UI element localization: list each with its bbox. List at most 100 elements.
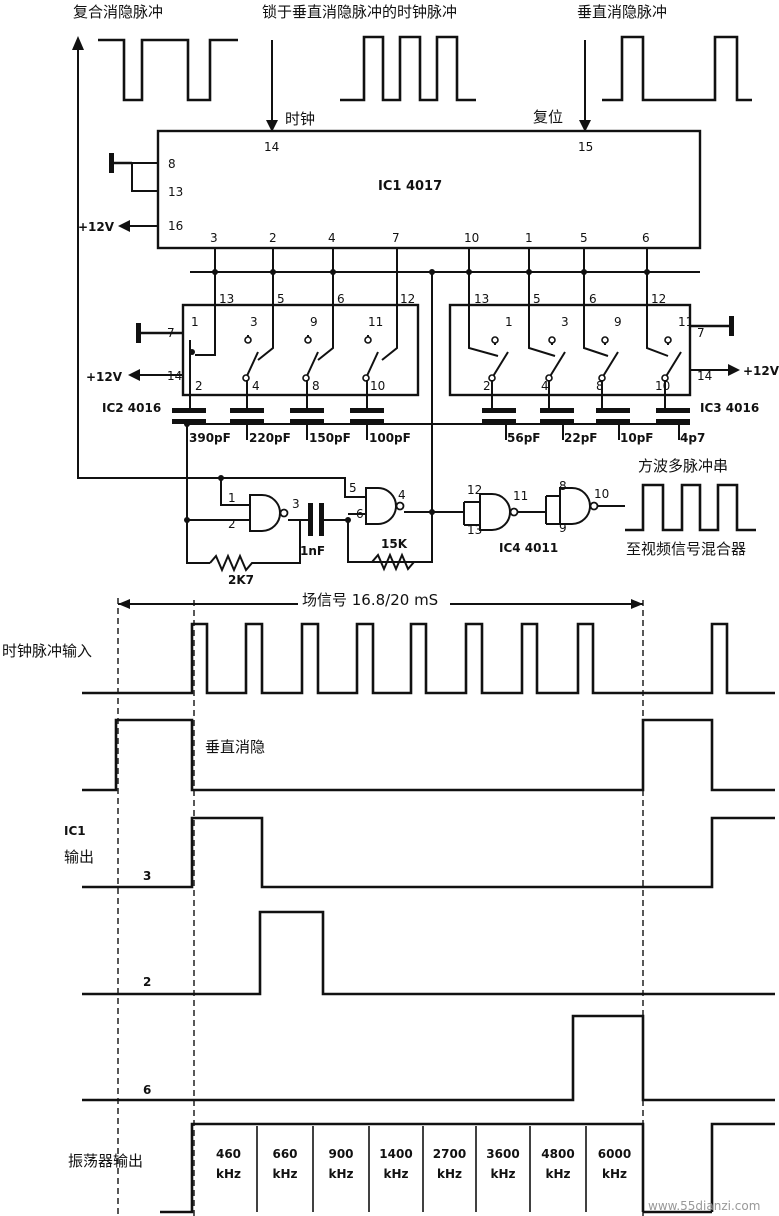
ic3-pin-3: 3 — [561, 315, 569, 329]
freq-unit: kHz — [602, 1167, 627, 1181]
ic3-pin-6: 6 — [589, 292, 597, 306]
reset-pin-label: 复位 — [533, 108, 563, 126]
nand-gate-1 — [249, 494, 281, 532]
freq-unit: kHz — [437, 1167, 462, 1181]
freq-unit: kHz — [272, 1167, 297, 1181]
trace-3-label: 3 — [143, 869, 151, 883]
ic2-pin-8: 8 — [312, 379, 320, 393]
trace-2 — [82, 910, 775, 996]
g1-pin-3: 3 — [292, 497, 300, 511]
osc-output-trace — [160, 1122, 775, 1214]
g2-pin-4: 4 — [398, 488, 406, 502]
ic3-pin-9: 9 — [614, 315, 622, 329]
capacitor-bank-right — [482, 408, 690, 424]
ic1-output-label-2: 输出 — [64, 848, 94, 866]
ic1-pin-16: 16 — [168, 219, 183, 233]
resistor-2k7: 2K7 — [228, 573, 254, 587]
clock-input-label: 时钟脉冲输入 — [2, 642, 92, 660]
vertical-blank-label: 垂直消隐脉冲 — [577, 3, 667, 21]
ic3-pin-1: 1 — [505, 315, 513, 329]
g3-pin-13: 13 — [467, 523, 482, 537]
vblank-trace-label: 垂直消隐 — [205, 738, 265, 756]
cap-220pf: 220pF — [249, 431, 291, 445]
ic3-supply: +12V — [743, 364, 779, 378]
trace-2-label: 2 — [143, 975, 151, 989]
ic2-pin-3: 3 — [250, 315, 258, 329]
ic1-pin-14: 14 — [264, 140, 279, 154]
ic3-pin-12: 12 — [651, 292, 666, 306]
ic2-pin-1: 1 — [191, 315, 199, 329]
trace-6 — [82, 1014, 775, 1102]
ic1-name: IC1 4017 — [378, 179, 442, 194]
g4-pin-8: 8 — [559, 479, 567, 493]
ic2-pin-12: 12 — [400, 292, 415, 306]
ic1-out-2: 2 — [269, 231, 277, 245]
ic2-ground-icon — [136, 323, 141, 343]
composite-blank-label: 复合消隐脉冲 — [73, 3, 163, 21]
ic2-pin-9: 9 — [310, 315, 318, 329]
ic3-box — [448, 303, 692, 397]
capacitor-bank-left — [172, 408, 384, 424]
to-mixer-label: 至视频信号混合器 — [626, 540, 746, 558]
composite-blank-waveform — [98, 38, 238, 102]
g2-pin-6: 6 — [356, 507, 364, 521]
osc-output-label: 振荡器输出 — [68, 1152, 143, 1170]
cap-150pf: 150pF — [309, 431, 351, 445]
g3-pin-11: 11 — [513, 489, 528, 503]
vblank-trace — [82, 718, 775, 792]
ic2-pin-5: 5 — [277, 292, 285, 306]
freq-value: 4800 — [541, 1147, 574, 1161]
vblank-waveform — [602, 35, 752, 102]
ic1-out-5: 5 — [580, 231, 588, 245]
nand-gate-3 — [479, 493, 511, 531]
ic2-box — [181, 303, 420, 397]
g1-pin-2: 2 — [228, 517, 236, 531]
ic1-out-7: 7 — [392, 231, 400, 245]
freq-value: 3600 — [486, 1147, 519, 1161]
ic1-pin-8: 8 — [168, 157, 176, 171]
ic1-output-label-1: IC1 — [64, 824, 86, 838]
freq-unit: kHz — [328, 1167, 353, 1181]
clock-locked-label: 锁于垂直消隐脉冲的时钟脉冲 — [262, 3, 457, 21]
cap-4p7: 4p7 — [680, 431, 705, 445]
clock-trace — [82, 622, 775, 695]
ic3-pin-8: 8 — [596, 379, 604, 393]
cap-390pf: 390pF — [189, 431, 231, 445]
clock-pin-label: 时钟 — [285, 110, 315, 128]
ic3-switches — [468, 290, 682, 382]
ic3-pin-13: 13 — [474, 292, 489, 306]
ic4-name: IC4 4011 — [499, 541, 558, 555]
ic1-out-4: 4 — [328, 231, 336, 245]
ic1-supply: +12V — [78, 220, 115, 234]
ic1-out-10: 10 — [464, 231, 479, 245]
watermark: www.55dianzi.com — [648, 1199, 760, 1213]
ic3-pin-2: 2 — [483, 379, 491, 393]
freq-value: 900 — [328, 1147, 353, 1161]
ic2-pin-4: 4 — [252, 379, 260, 393]
ic3-pin-11: 11 — [678, 315, 693, 329]
cap-100pf: 100pF — [369, 431, 411, 445]
ic2-switches — [189, 290, 398, 395]
cap-1nf: 1nF — [300, 544, 325, 558]
cap-22pf: 22pF — [564, 431, 598, 445]
ic1-out-6: 6 — [642, 231, 650, 245]
ic3-name: IC3 4016 — [700, 401, 759, 415]
g4-pin-9: 9 — [559, 521, 567, 535]
cap-56pf: 56pF — [507, 431, 541, 445]
ic1-out-1: 1 — [525, 231, 533, 245]
g3-pin-12: 12 — [467, 483, 482, 497]
ic2-name: IC2 4016 — [102, 401, 161, 415]
clock-waveform — [340, 35, 476, 102]
ic2-pin-11: 11 — [368, 315, 383, 329]
cap-10pf: 10pF — [620, 431, 654, 445]
freq-value: 2700 — [433, 1147, 466, 1161]
g2-pin-5: 5 — [349, 481, 357, 495]
nand-gate-4 — [559, 487, 591, 525]
ic3-pin-7: 7 — [697, 326, 705, 340]
freq-unit: kHz — [216, 1167, 241, 1181]
ic2-pin-13: 13 — [219, 292, 234, 306]
ic3-ground-icon — [729, 316, 734, 336]
freq-unit: kHz — [383, 1167, 408, 1181]
ic1-pin-13: 13 — [168, 185, 183, 199]
